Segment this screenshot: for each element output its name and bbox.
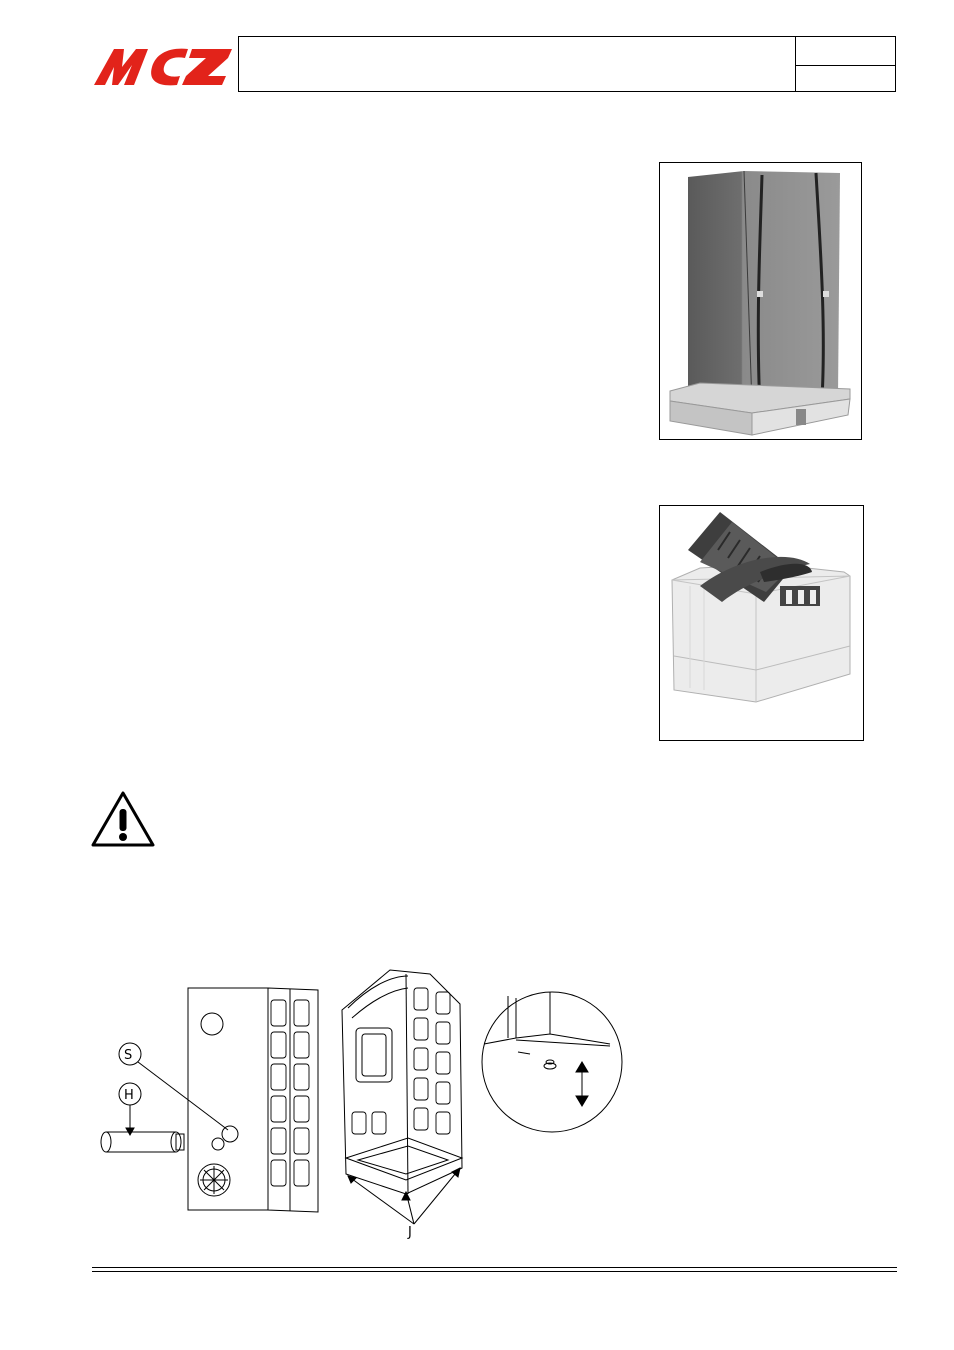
packed-stove-on-pallet-icon [669,170,851,436]
packed-stove-photo [659,162,862,440]
header-frame [238,36,896,92]
stove-assembly-drawing: S H J [100,969,623,1240]
label-h: H [124,1088,134,1103]
mcz-logo [94,48,232,86]
stove-parts-in-foam-packaging-icon [671,512,851,703]
label-s: S [124,1048,132,1063]
footer-rule-thin [92,1271,897,1272]
warning-triangle-icon [91,791,155,847]
label-j: J [407,1225,412,1240]
header-divider [795,36,797,92]
footer-rule [92,1267,897,1269]
foam-packaging-photo [659,505,864,741]
header-cell-divider [796,65,896,67]
